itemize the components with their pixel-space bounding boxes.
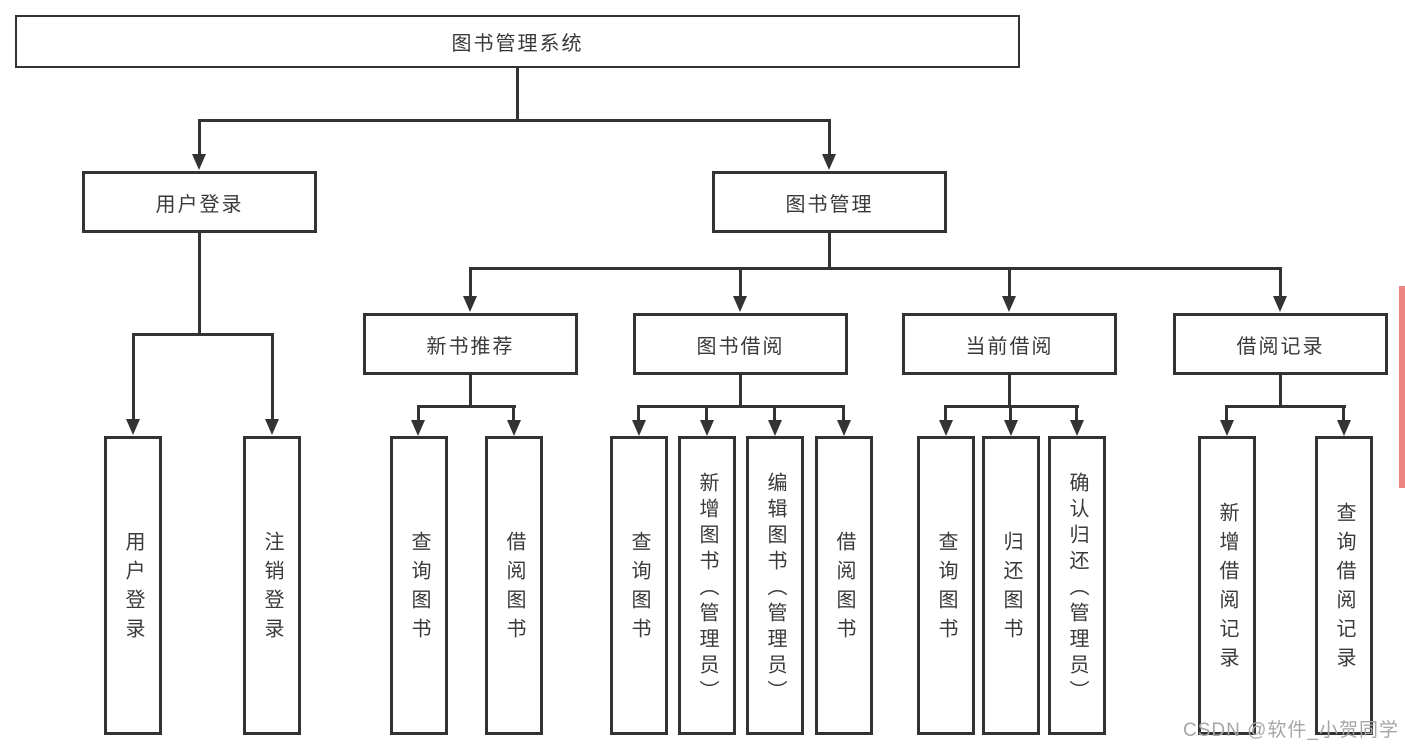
arrowhead-down-icon [837,420,851,436]
node-borrow-add-book: 新增图书（管理员） [678,436,736,735]
connector-drop-borrow-borrow [842,405,845,421]
connector-borrow-distributor [637,405,844,408]
arrowhead-down-icon [1220,420,1234,436]
connector-drop-current-query [944,405,947,421]
connector-drop-new-book-recommend [469,267,472,298]
connector-drop-login [132,333,135,420]
node-borrow-borrow-book: 借阅图书 [815,436,873,735]
node-login: 用户登录 [104,436,162,735]
arrowhead-down-icon [265,419,279,435]
connector-drop-recommend-query [417,405,420,421]
connector-user-login-distributor [132,333,274,336]
connector-root-stem [516,66,519,122]
node-current-query-book: 查询图书 [917,436,975,735]
arrowhead-down-icon [1070,420,1084,436]
arrowhead-down-icon [733,296,747,312]
node-user-login: 用户登录 [82,171,317,233]
connector-drop-book-borrow [739,267,742,298]
node-current-confirm-return: 确认归还（管理员） [1048,436,1106,735]
connector-drop-current-return [1009,405,1012,421]
node-current-borrow: 当前借阅 [902,313,1117,375]
arrowhead-down-icon [192,154,206,170]
arrowhead-down-icon [700,420,714,436]
csdn-watermark: CSDN @软件_小贺同学 [1183,720,1399,741]
connector-drop-logout [271,333,274,420]
node-borrow-edit-book: 编辑图书（管理员） [746,436,804,735]
connector-drop-current-borrow [1008,267,1011,298]
arrowhead-down-icon [1004,420,1018,436]
node-root: 图书管理系统 [15,15,1020,68]
arrowhead-down-icon [463,296,477,312]
arrowhead-down-icon [939,420,953,436]
connector-drop-borrow-edit [773,405,776,421]
connector-record-stem [1279,373,1282,408]
connector-drop-recommend-borrow [512,405,515,421]
connector-book-management-distributor [469,267,1282,270]
arrowhead-down-icon [1337,420,1351,436]
node-new-book-recommend: 新书推荐 [363,313,578,375]
node-current-return-book: 归还图书 [982,436,1040,735]
connector-recommend-stem [469,373,472,408]
node-logout: 注销登录 [243,436,301,735]
node-book-borrow: 图书借阅 [633,313,848,375]
node-record-add: 新增借阅记录 [1198,436,1256,735]
connector-drop-record-add [1225,405,1228,421]
connector-user-login-stem [198,231,201,336]
arrowhead-down-icon [768,420,782,436]
connector-drop-record-query [1342,405,1345,421]
connector-borrow-stem [739,373,742,408]
connector-drop-borrow-query [637,405,640,421]
connector-root-distributor [198,119,831,122]
connector-drop-borrow-record [1279,267,1282,298]
arrowhead-down-icon [632,420,646,436]
arrowhead-down-icon [507,420,521,436]
arrowhead-down-icon [126,419,140,435]
connector-drop-current-confirm [1075,405,1078,421]
node-record-query: 查询借阅记录 [1315,436,1373,735]
connector-current-stem [1008,373,1011,408]
connector-recommend-distributor [417,405,516,408]
connector-book-management-stem [828,231,831,270]
arrowhead-down-icon [1273,296,1287,312]
node-recommend-query-book: 查询图书 [390,436,448,735]
connector-drop-book-management [828,119,831,156]
node-book-management: 图书管理 [712,171,947,233]
connector-drop-user-login [198,119,201,156]
arrowhead-down-icon [1002,296,1016,312]
node-borrow-query-book: 查询图书 [610,436,668,735]
right-edge-strip [1399,286,1405,488]
connector-drop-borrow-add [705,405,708,421]
arrowhead-down-icon [822,154,836,170]
node-recommend-borrow-book: 借阅图书 [485,436,543,735]
node-borrow-record: 借阅记录 [1173,313,1388,375]
arrowhead-down-icon [411,420,425,436]
connector-record-distributor [1225,405,1346,408]
